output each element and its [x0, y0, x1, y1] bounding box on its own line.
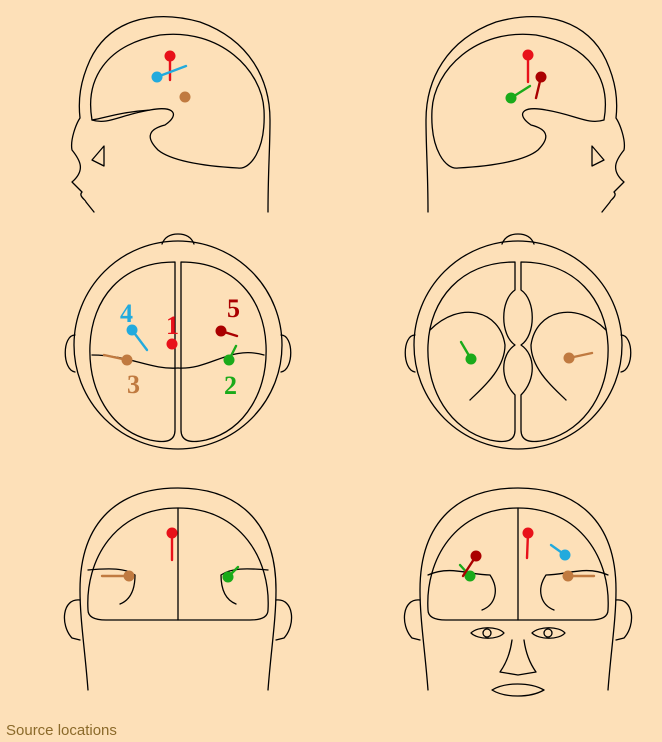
nose: [162, 234, 194, 244]
top-view: [65, 234, 291, 449]
dipole-label-1: 1: [166, 311, 179, 340]
back-dipole-2: [223, 572, 234, 583]
brain-left-hemisphere: [90, 262, 175, 442]
right-lateral-dipole-1: [523, 50, 534, 61]
brain-outline: [432, 34, 606, 168]
brain-right-hemisphere: [181, 262, 266, 442]
dipole-label-5: 5: [227, 294, 240, 323]
left-ear: [404, 600, 420, 640]
front-dipole-4: [560, 550, 571, 561]
nose: [500, 640, 536, 675]
top-dipole-1: [167, 339, 178, 350]
front-dipole-3: [563, 571, 574, 582]
central-sulcus-right: [178, 353, 264, 368]
brain-outline: [91, 34, 265, 168]
right-ear: [276, 600, 292, 640]
left-lateral-view: [72, 17, 270, 212]
figure-caption: Source locations: [6, 722, 117, 739]
right-pupil: [544, 629, 552, 637]
left-pupil: [483, 629, 491, 637]
head-outline: [414, 241, 622, 449]
back-view: [64, 488, 291, 690]
top-dipole-2: [224, 355, 235, 366]
front-view: [404, 488, 631, 696]
bottom-dipole-2: [466, 354, 477, 365]
right-lateral-dipole-5: [536, 72, 547, 83]
back-dipole-3: [124, 571, 135, 582]
front-dipole-1: [523, 528, 534, 539]
ear: [92, 146, 104, 166]
dipole-labels: 1 2 3 4 5: [120, 294, 240, 400]
bottom-dipole-3: [564, 353, 575, 364]
top-dipole-3: [122, 355, 133, 366]
head-outline: [74, 241, 282, 449]
left-lateral-dipole-4: [152, 72, 163, 83]
back-dipole-1: [167, 528, 178, 539]
left-lateral-dipole-1: [165, 51, 176, 62]
central-sulcus-left: [92, 355, 178, 368]
right-lateral-dipole-2: [506, 93, 517, 104]
dipole-label-3: 3: [127, 370, 140, 399]
bottom-view: [405, 234, 631, 449]
front-dipole-5: [471, 551, 482, 562]
head-outline: [426, 17, 624, 212]
right-lateral-view: [426, 17, 624, 212]
dipole-label-4: 4: [120, 299, 133, 328]
left-ear: [64, 600, 80, 640]
ear: [592, 146, 604, 166]
nose: [502, 234, 534, 244]
sylvian-left: [428, 571, 495, 610]
mouth: [492, 684, 544, 696]
right-ear: [616, 600, 632, 640]
dipole-label-2: 2: [224, 371, 237, 400]
head-outline: [72, 17, 270, 212]
top-dipole-5: [216, 326, 227, 337]
left-lateral-dipole-3: [180, 92, 191, 103]
